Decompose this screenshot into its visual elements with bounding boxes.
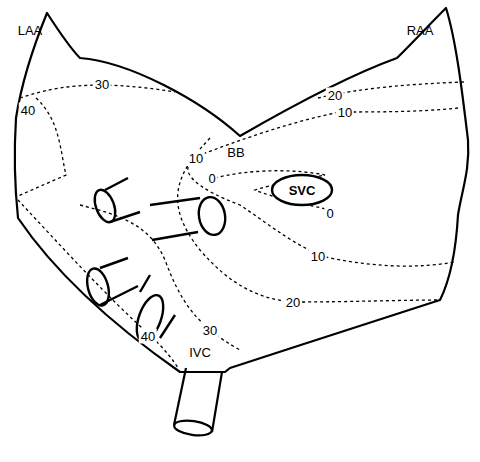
isochrone-value: 20 [326,88,344,103]
isochrone-value: 10 [187,151,205,166]
isochrone-value: 20 [284,295,302,310]
structure-label: BB [225,145,246,160]
structure-label: RAA [405,23,436,38]
isochrone-value: 10 [336,105,354,120]
ivc-tube [173,368,222,438]
pulmonary-veins [83,178,228,344]
isochrone-lines [18,82,464,368]
vessel-ellipse-shape [272,175,332,205]
vessel-ellipse: SVC [270,173,334,207]
isochrone-value: 10 [309,249,327,264]
atria-outline [15,8,469,372]
isochrone-value: 30 [93,77,111,92]
vessel-label: SVC [289,183,316,198]
isochrone-value: 40 [139,329,157,344]
isochrone-value: 40 [19,103,37,118]
isochrone-value: 30 [201,323,219,338]
structure-label: LAA [16,23,45,38]
structure-label: IVC [187,345,213,360]
isochrone-value: 0 [206,171,217,186]
isochrone-value: 0 [324,206,335,221]
